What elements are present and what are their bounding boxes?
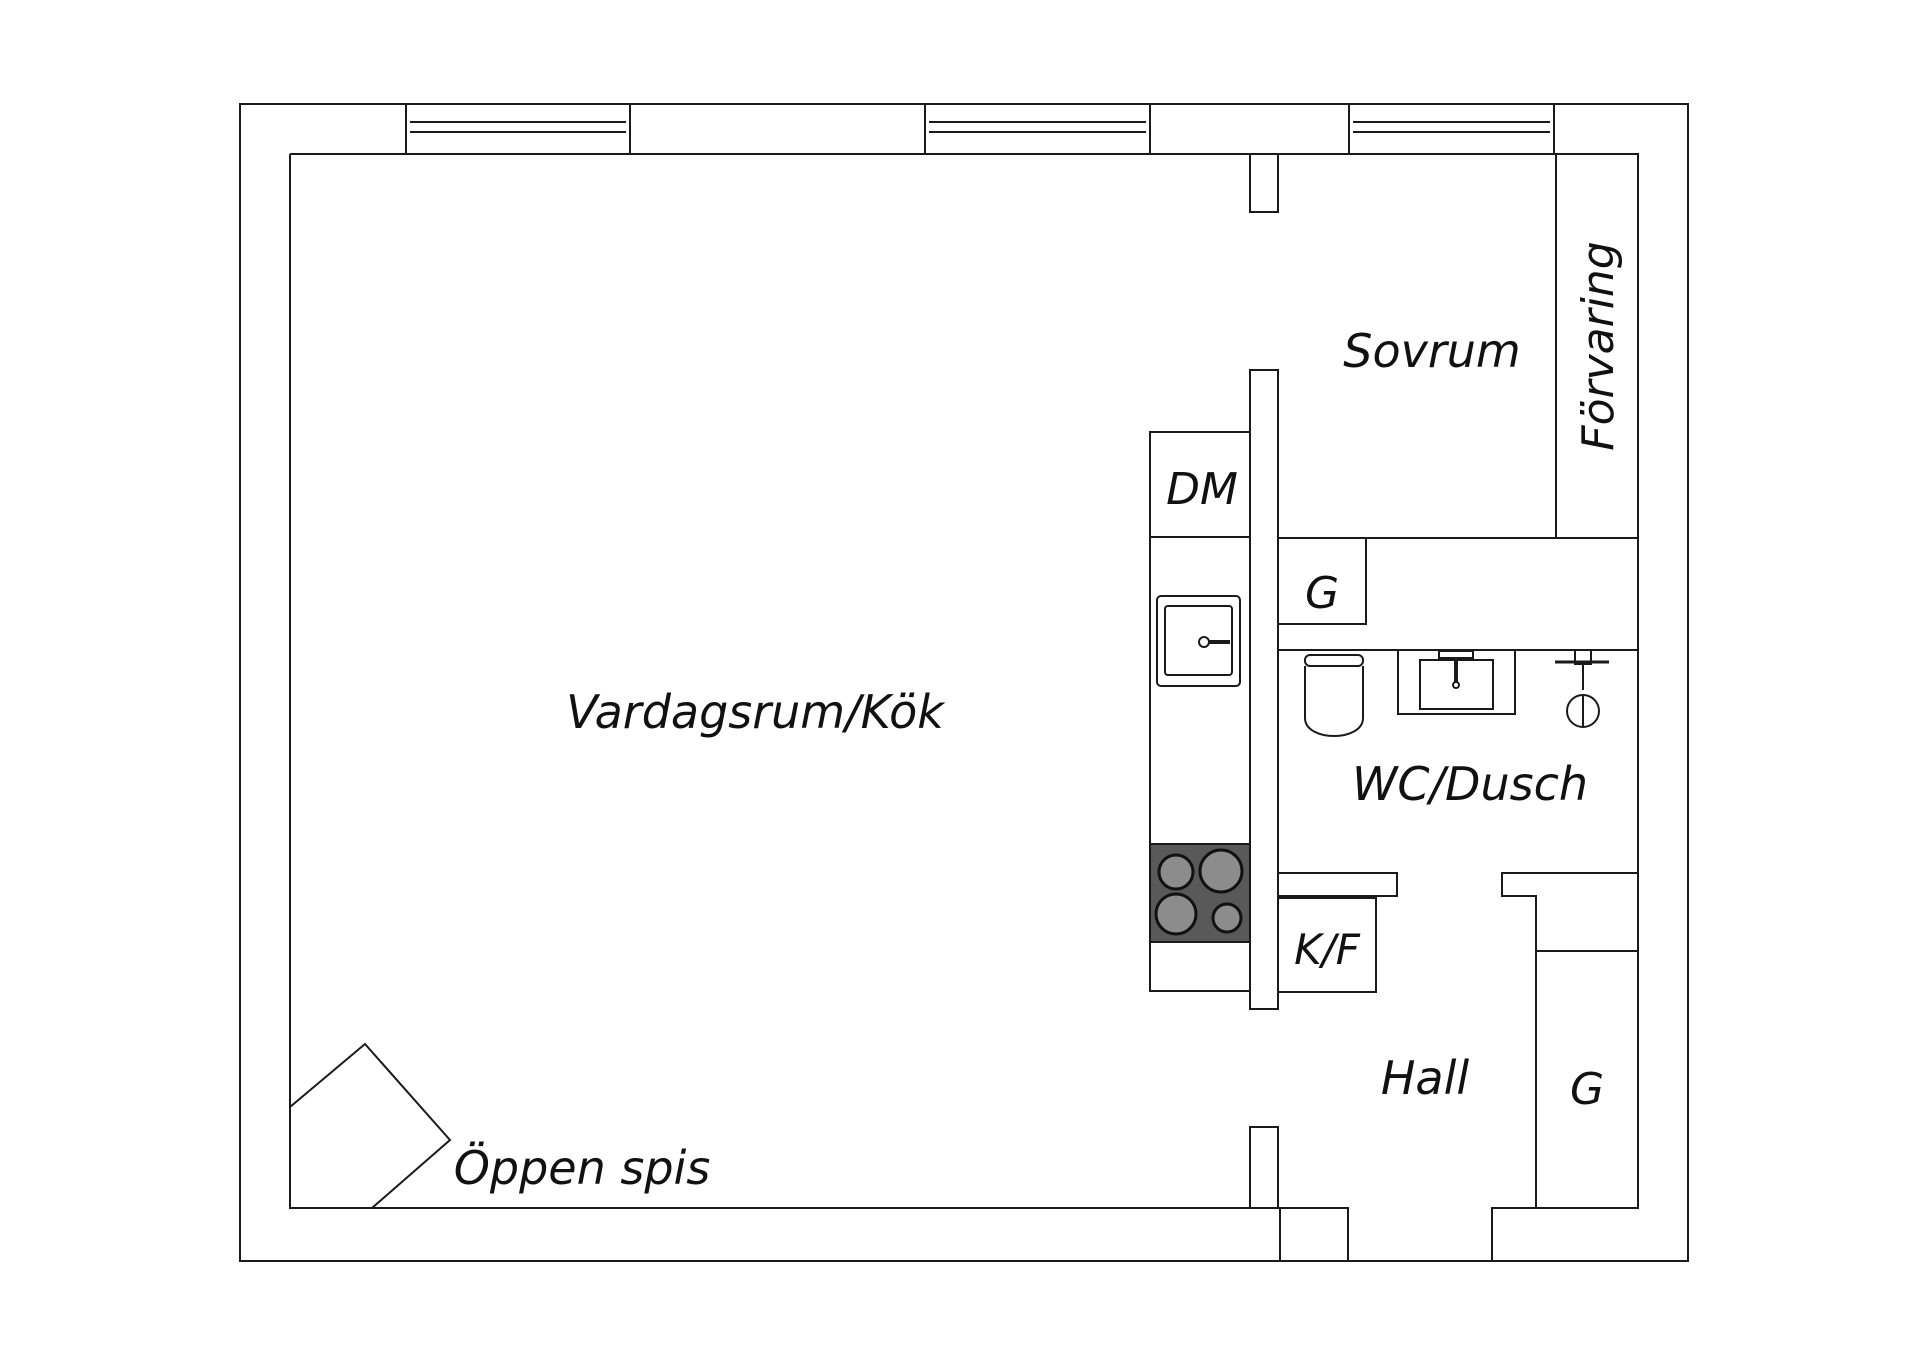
main-room-inner-edge [289, 154, 1348, 1209]
kitchen-counter [1149, 431, 1251, 992]
window-left [405, 103, 631, 155]
fridge-freezer [1277, 897, 1377, 993]
fixture-label-dishwasher: DM [1166, 464, 1238, 515]
window-right [1348, 103, 1555, 155]
room-label-bathroom: WC/Dusch [1352, 757, 1588, 811]
room-label-bedroom: Sovrum [1343, 324, 1520, 378]
room-label-hall: Hall [1381, 1051, 1470, 1105]
wall-stub-bottom [1249, 1126, 1279, 1208]
window-center [924, 103, 1151, 155]
cooktop [1149, 843, 1251, 943]
partition-wall [1249, 369, 1279, 1010]
room-label-living-kitchen: Vardagsrum/Kök [566, 685, 946, 739]
toilet [1304, 654, 1364, 737]
fixture-label-wardrobe-hall: G [1570, 1064, 1604, 1115]
bathroom-sink [1397, 649, 1516, 715]
fixture-label-fridge-freezer: K/F [1294, 925, 1361, 974]
fixture-label-wardrobe-upper: G [1305, 568, 1339, 619]
shower [1555, 649, 1609, 728]
storage-closet [1555, 153, 1639, 539]
bathroom-walls [1278, 649, 1639, 1208]
wardrobe-upper [1277, 537, 1367, 625]
fixture-label-fireplace: Öppen spis [454, 1141, 711, 1195]
wall-stub-top [1249, 154, 1279, 213]
kitchen-sink [1156, 595, 1241, 687]
outer-wall [239, 103, 1689, 1262]
fireplace [289, 1042, 452, 1209]
room-label-storage: Förvaring [1573, 241, 1624, 450]
